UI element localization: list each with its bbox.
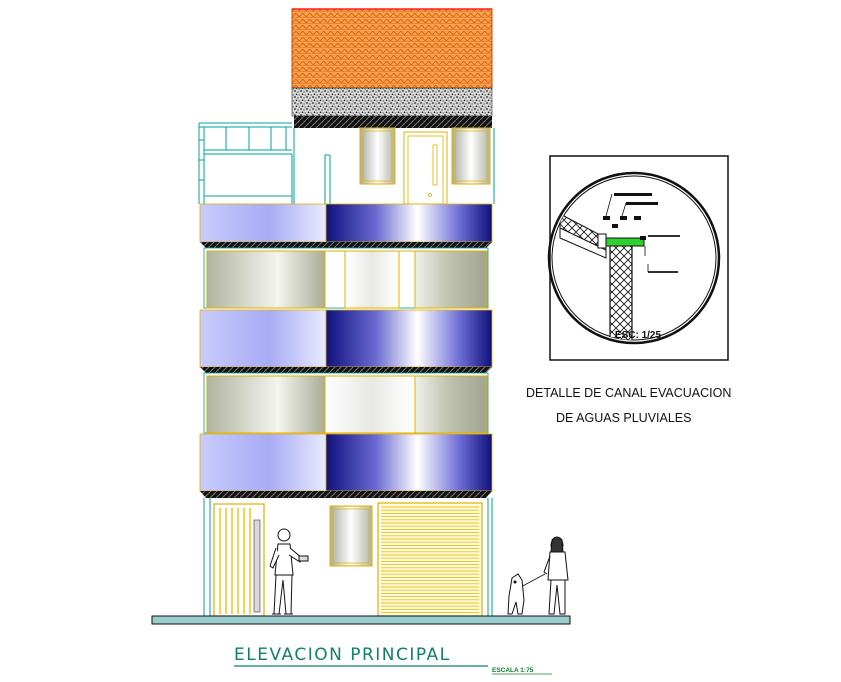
spandrel-1-dark [325,433,493,492]
spandrel-3-dark [325,203,493,243]
drawing-title: ELEVACION PRINCIPAL [234,645,451,665]
spandrel-1-light [199,433,327,492]
spandrel-3-light [199,203,327,243]
window-1-center [324,375,416,434]
top-door [403,131,448,205]
entrance-door [213,503,265,617]
building-elevation [151,8,571,625]
spandrel-2-light [199,309,327,368]
person-man-figure [269,528,309,615]
gutter-detail: ESC: 1/25 DETALLE DE CANAL EVACUACION DE… [526,155,731,425]
top-window-right [451,127,491,185]
slab-edge-3 [200,242,492,248]
detail-frame [549,155,729,361]
drawing-scale: ESCALA 1:75 [492,667,534,674]
person-woman-figure [518,536,569,615]
terrace-railing [198,122,293,204]
detail-scale-label: ESC: 1/25 [615,330,662,341]
roof-gravel [291,87,493,117]
roof-slab [294,116,492,128]
window-2-right [414,250,488,309]
window-1-right [414,375,488,434]
spandrel-2-dark [325,309,493,368]
dog-figure [507,573,525,615]
gutter-channel [603,237,645,247]
garage-shutter [377,502,483,617]
ground-line [151,615,571,625]
title-block: ELEVACION PRINCIPAL ESCALA 1:75 [234,645,552,675]
window-2-left [206,250,326,309]
window-1-left [206,375,326,434]
slab-edge-2 [200,367,492,373]
detail-caption-line1: DETALLE DE CANAL EVACUACION [526,386,731,400]
top-window-left [359,127,396,185]
roof-tiles [291,8,493,89]
slab-edge-1 [200,491,492,498]
window-2-center [344,250,400,309]
detail-caption-line2: DE AGUAS PLUVIALES [556,411,691,425]
ground-window [329,505,373,567]
